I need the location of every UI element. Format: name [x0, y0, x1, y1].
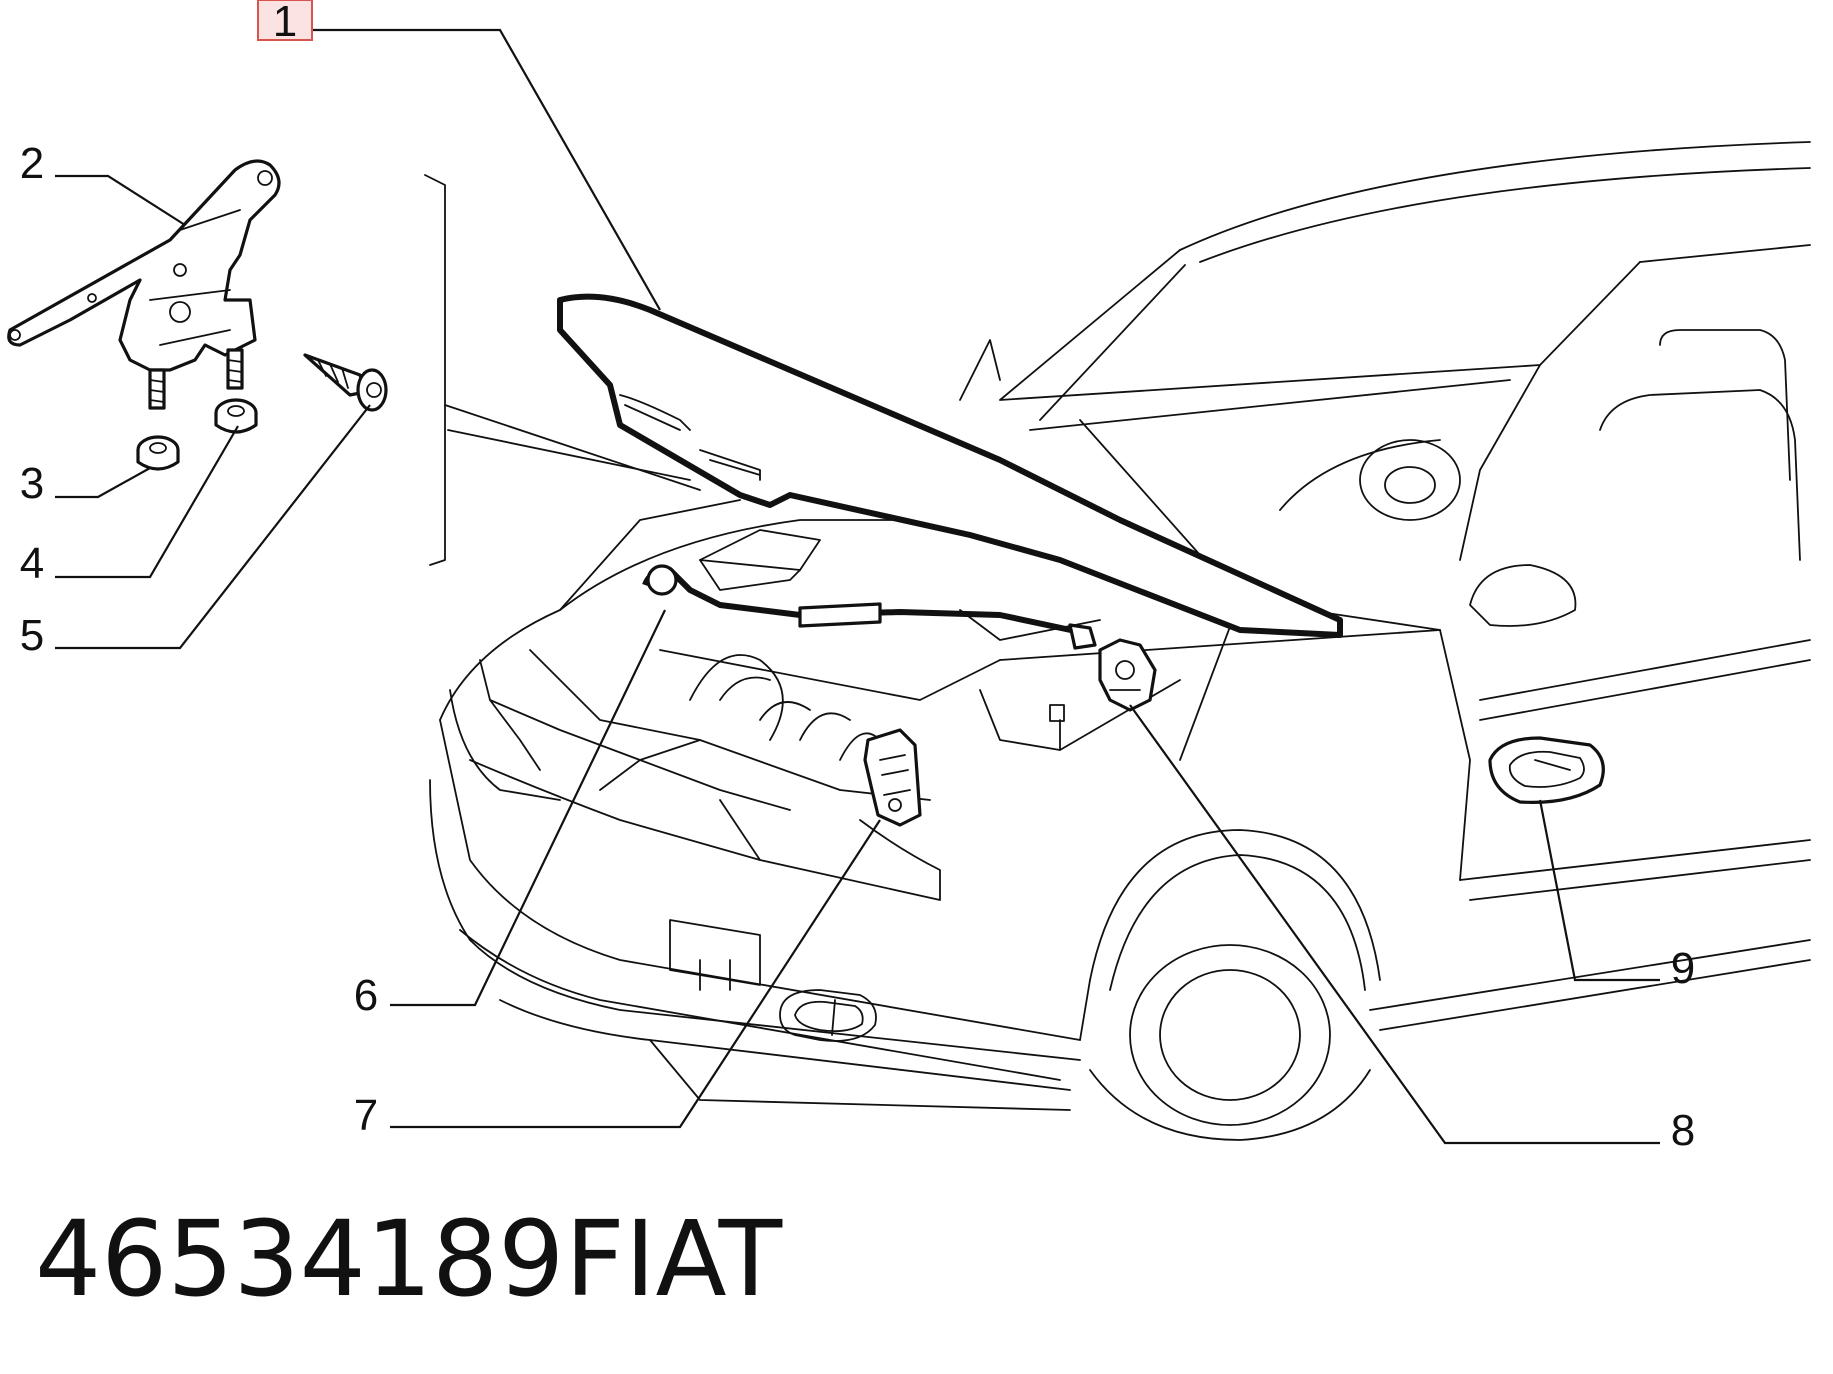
leader-4	[55, 425, 239, 579]
callout-2-label: 2	[20, 139, 44, 188]
leader-6	[390, 609, 666, 1007]
brand-name: FIAT	[565, 1198, 783, 1320]
leader-5	[55, 404, 371, 650]
latch-part-7	[863, 728, 922, 827]
hinge-part-2	[7, 159, 281, 410]
callout-8-label: 8	[1671, 1106, 1695, 1155]
callout-7-label: 7	[354, 1091, 378, 1140]
leader-8	[1129, 704, 1660, 1145]
car-body	[429, 141, 1811, 1141]
leader-7	[390, 819, 881, 1129]
nut-part-4	[214, 398, 258, 434]
striker-part-8	[1098, 638, 1157, 712]
callout-1: 1	[257, 0, 313, 46]
hood-panel	[557, 293, 1343, 638]
leader-1	[310, 28, 661, 311]
callout-4-label: 4	[20, 539, 44, 588]
washer-hose	[642, 564, 1097, 650]
leader-lines	[55, 28, 1660, 1145]
callout-9-label: 9	[1671, 944, 1695, 993]
nut-part-3	[136, 435, 180, 471]
leader-9	[1538, 799, 1660, 982]
screw-part-5	[303, 353, 388, 412]
callout-5-label: 5	[20, 611, 44, 660]
callout-1-highlight	[257, 0, 313, 41]
callout-3-label: 3	[20, 459, 44, 508]
leader-2	[55, 174, 186, 226]
part-number: 46534189	[35, 1198, 564, 1320]
grommet-part-9	[1488, 736, 1605, 804]
reference-bracket	[424, 174, 701, 566]
leader-3	[55, 467, 151, 499]
callout-6-label: 6	[354, 971, 378, 1020]
callout-1-label: 1	[273, 0, 297, 46]
